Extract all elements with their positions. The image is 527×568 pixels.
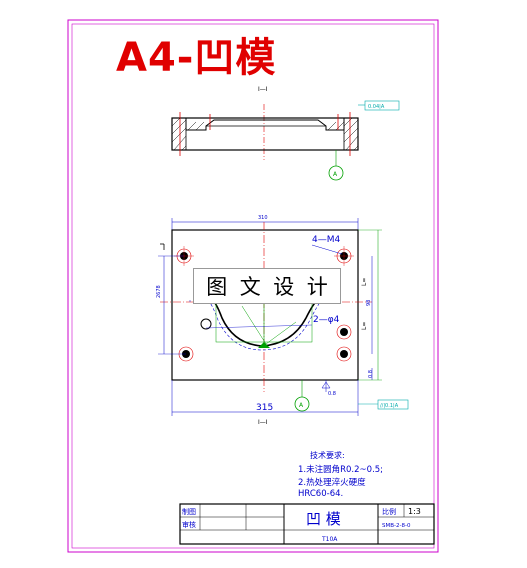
sheet-inner-border <box>71 23 435 549</box>
page-title: A4-凹模 <box>116 35 277 81</box>
datum-a-bottom-symbol <box>294 396 310 412</box>
section-body <box>171 117 359 151</box>
die-cavity <box>211 299 319 347</box>
title-block: 制图 审核 凹 模 T10A 比例 1:3 SMB-2-8-0 <box>179 503 435 545</box>
hole-mid-left <box>200 318 212 330</box>
plan-view: 310 4—M4 2—φ4 <box>156 215 409 426</box>
scale-value: 1:3 <box>408 507 421 516</box>
dim-width-bottom: 315 <box>256 403 273 413</box>
tolerance-right-text: //|0.1|A <box>380 403 399 409</box>
drawn-label: 制图 <box>182 507 196 516</box>
flatness-tolerance-frame <box>364 100 400 111</box>
section-mark-bottom: I—I <box>258 419 268 426</box>
tech-item-1: 1.未注圆角R0.2~0.5; <box>298 464 383 475</box>
dim-right-3: L= <box>361 322 368 330</box>
tech-heading: 技术要求: <box>310 450 345 460</box>
dim-width-top: 310 <box>258 215 268 221</box>
scale-label: 比例 <box>382 507 396 516</box>
part-name: 凹 模 <box>306 510 341 528</box>
plate-outline <box>171 229 359 381</box>
dim-right-2: L= <box>361 278 368 286</box>
watermark-char-1: 图 <box>206 275 228 299</box>
dim-left: 2678 <box>156 285 162 298</box>
watermark-char-2: 文 <box>239 275 261 299</box>
sheet-border <box>67 19 439 553</box>
flatness-tolerance-text: 0.04|A <box>368 104 385 110</box>
datum-a-bottom-label: A <box>299 402 304 409</box>
drawing-number: SMB-2-8-0 <box>382 523 411 529</box>
hole-mid-right <box>340 328 348 336</box>
tech-requirements: 技术要求: 1.未注圆角R0.2~0.5; 2.热处理淬火硬度 HRC60-64… <box>298 450 383 499</box>
tech-item-2: 2.热处理淬火硬度 <box>298 477 366 488</box>
checked-label: 审核 <box>182 520 196 529</box>
dim-right-1: 98 <box>366 300 372 306</box>
section-mark-top: I—I <box>258 86 268 93</box>
section-hatch-right <box>343 117 359 151</box>
watermark-char-3: 设 <box>273 275 295 299</box>
section-hatch-left <box>171 117 187 151</box>
datum-right: 0.8 <box>368 370 374 378</box>
datum-bottom: 0.8 <box>328 391 336 397</box>
section-view: I—I 0.04|A <box>171 86 400 181</box>
tolerance-frame-right <box>377 399 409 410</box>
datum-a-top-label: A <box>333 171 338 178</box>
watermark-box: 图 文 设 计 <box>193 268 341 304</box>
holes-2-label: 2—φ4 <box>313 315 340 325</box>
holes-4-label: 4—M4 <box>312 235 340 245</box>
tech-item-3: HRC60-64. <box>298 489 343 499</box>
material: T10A <box>321 536 338 543</box>
watermark-char-4: 计 <box>306 275 328 299</box>
datum-a-top-symbol <box>328 165 344 181</box>
hole-bottom-right <box>340 350 348 358</box>
